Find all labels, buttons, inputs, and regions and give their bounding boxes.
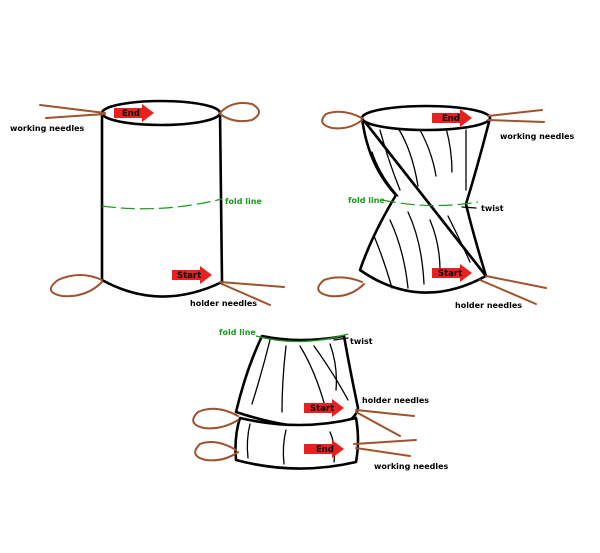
end-arrow-label: End	[442, 114, 460, 124]
working-needles-label: working needles	[10, 124, 85, 133]
holder-needles-label: holder needles	[362, 396, 429, 405]
crease-lines	[371, 127, 471, 289]
fold-line	[381, 199, 479, 207]
fold-line	[101, 198, 223, 210]
holder-needles-bottom	[50, 274, 285, 306]
working-needles-label: working needles	[500, 132, 575, 141]
start-arrow-label: Start	[438, 269, 462, 279]
end-arrow: End	[304, 440, 344, 458]
diagram-3-folded-tube: Start End fold line twist holder needles…	[192, 328, 449, 471]
start-arrow: Start	[304, 399, 344, 417]
fold-line-label: fold line	[348, 196, 385, 205]
working-needles-label: working needles	[374, 462, 449, 471]
diagram-2-twisted-tube: End Start working needles fold line twis…	[317, 104, 575, 310]
fold-line-label: fold line	[225, 197, 262, 206]
folded-upper-section	[234, 334, 360, 430]
folded-lower-band	[234, 416, 360, 470]
start-arrow-label: Start	[310, 404, 334, 414]
twist-label: twist	[350, 337, 373, 346]
start-arrow: Start	[172, 266, 212, 284]
twist-label: twist	[481, 204, 504, 213]
end-arrow: End	[114, 104, 154, 122]
diagram-1-tube: End Start working needles fold line hold…	[10, 99, 285, 308]
holder-needles	[192, 407, 415, 437]
twist-pointer	[333, 337, 349, 341]
fold-line	[255, 333, 349, 343]
twist-pointer	[461, 206, 477, 209]
start-arrow-label: Start	[177, 271, 201, 281]
holder-needles-label: holder needles	[190, 299, 257, 308]
tube-body	[100, 110, 224, 298]
end-arrow-label: End	[122, 109, 140, 119]
start-arrow: Start	[432, 264, 472, 282]
working-needles-top	[39, 102, 260, 123]
holder-needles-bottom	[317, 275, 547, 305]
end-arrow: End	[432, 109, 472, 127]
working-needles	[194, 439, 417, 462]
working-needles-top	[321, 109, 545, 130]
holder-needles-label: holder needles	[455, 301, 522, 310]
fold-line-label: fold line	[219, 328, 256, 337]
end-arrow-label: End	[316, 445, 334, 455]
